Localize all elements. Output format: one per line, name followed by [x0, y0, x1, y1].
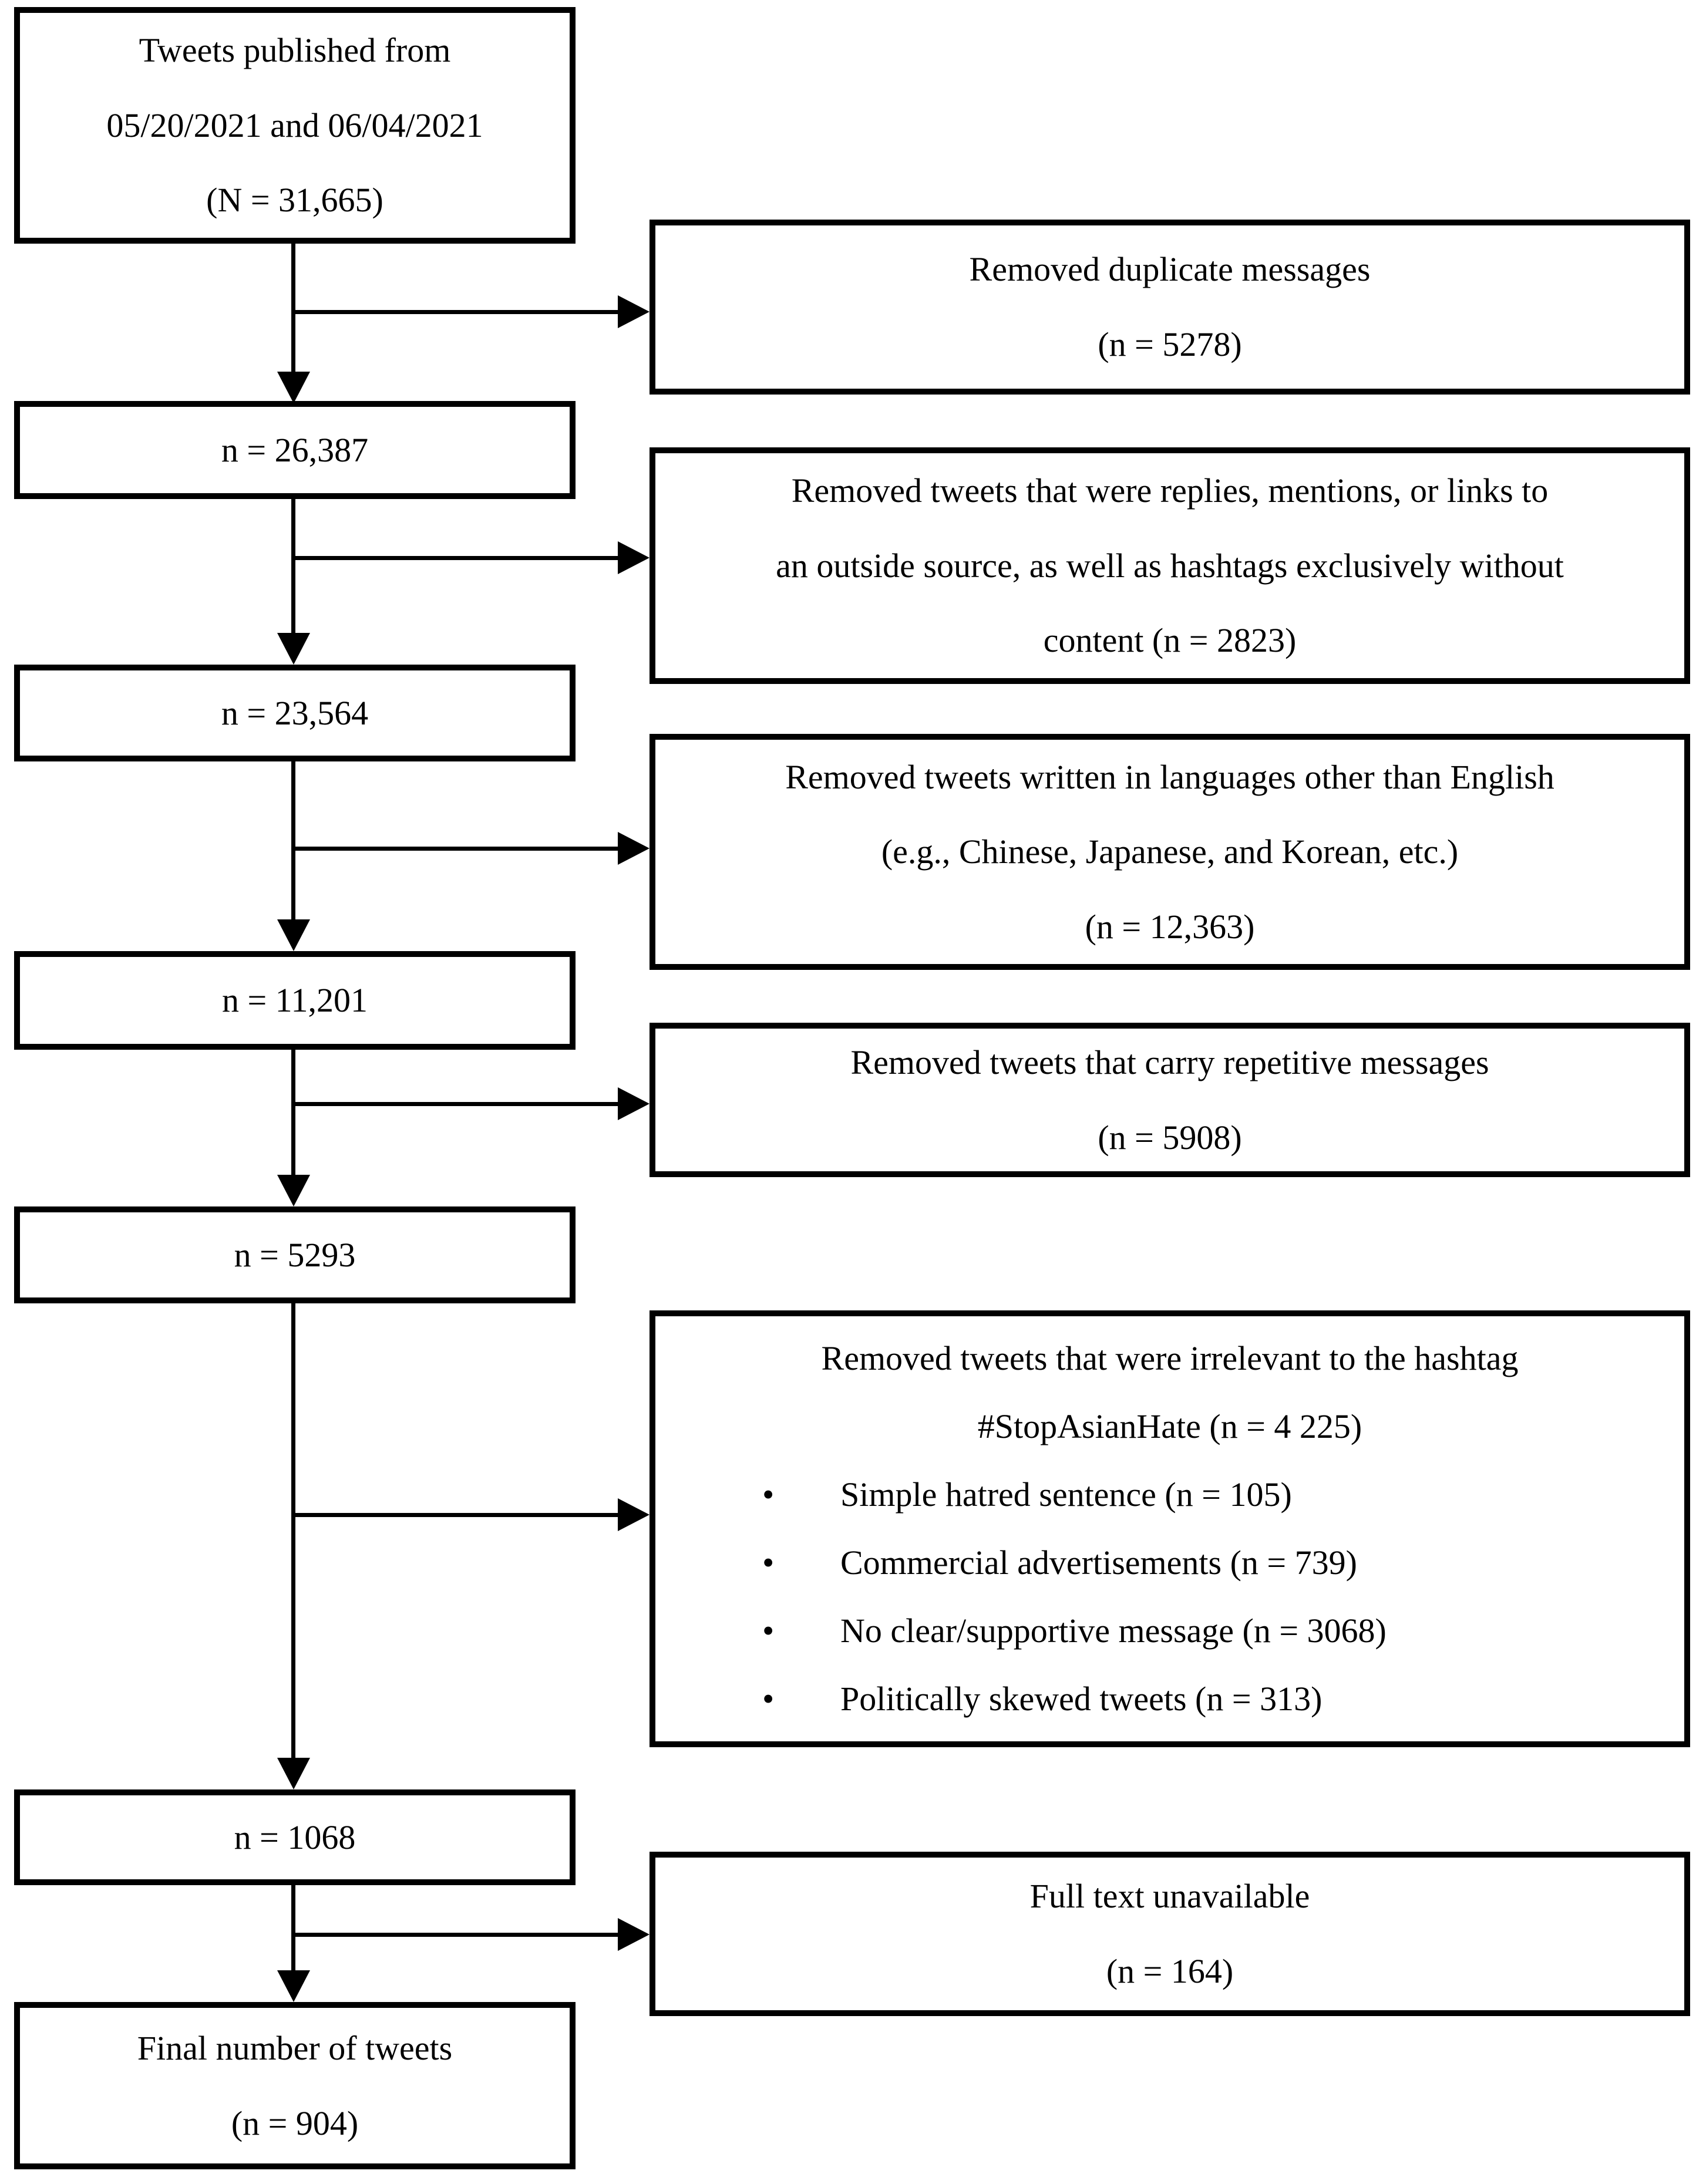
bullet-item: Politically skewed tweets (n = 313)	[655, 1665, 1684, 1733]
box-removed-duplicates: Removed duplicate messages (n = 5278)	[650, 220, 1690, 395]
box-text-line: n = 11,201	[221, 981, 368, 1020]
box-n-1068: n = 1068	[14, 1789, 576, 1885]
box-text-line: Removed tweets that were irrelevant to t…	[821, 1339, 1519, 1377]
arrowhead-down-icon	[277, 1758, 310, 1789]
arrowhead-right-icon	[618, 1087, 650, 1120]
box-removed-languages: Removed tweets written in languages othe…	[650, 734, 1690, 970]
bullet-item: No clear/supportive message (n = 3068)	[655, 1597, 1684, 1665]
connector-vertical-4	[291, 1050, 295, 1177]
box-removed-irrelevant: Removed tweets that were irrelevant to t…	[650, 1310, 1690, 1747]
bullet-item: Simple hatred sentence (n = 105)	[655, 1461, 1684, 1529]
arrowhead-right-icon	[618, 832, 650, 865]
box-text-line: Removed tweets that carry repetitive mes…	[850, 1043, 1489, 1081]
box-n-11201: n = 11,201	[14, 951, 576, 1050]
arrowhead-down-icon	[277, 372, 310, 403]
box-text-line: n = 26,387	[221, 430, 369, 469]
box-text-line: (n = 164)	[1106, 1952, 1234, 1990]
box-text-line: Removed tweets that were replies, mentio…	[791, 471, 1549, 510]
box-text-line: (n = 12,363)	[1085, 907, 1255, 946]
box-full-text-unavailable: Full text unavailable (n = 164)	[650, 1852, 1690, 2016]
box-text-line: Removed tweets written in languages othe…	[785, 757, 1554, 796]
connector-vertical-6	[291, 1885, 295, 1973]
connector-horizontal-6	[294, 1933, 620, 1937]
box-text-line: #StopAsianHate (n = 4 225)	[977, 1407, 1362, 1445]
connector-vertical-2	[291, 499, 295, 635]
connector-horizontal-4	[294, 1102, 620, 1106]
arrowhead-down-icon	[277, 919, 310, 951]
box-text-line: (n = 5908)	[1098, 1118, 1242, 1157]
box-text-line: Removed duplicate messages	[969, 250, 1371, 289]
box-text-line: n = 1068	[234, 1818, 356, 1856]
box-n-23564: n = 23,564	[14, 665, 576, 761]
bullet-item: Commercial advertisements (n = 739)	[655, 1529, 1684, 1597]
arrowhead-down-icon	[277, 1175, 310, 1206]
connector-horizontal-2	[294, 556, 620, 560]
box-text-line: 05/20/2021 and 06/04/2021	[106, 106, 483, 144]
box-text-line: Final number of tweets	[137, 2028, 453, 2067]
box-n-26387: n = 26,387	[14, 401, 576, 499]
box-removed-replies: Removed tweets that were replies, mentio…	[650, 447, 1690, 684]
connector-horizontal-5	[294, 1513, 620, 1517]
box-text-line: n = 5293	[234, 1235, 356, 1274]
box-text-line: (e.g., Chinese, Japanese, and Korean, et…	[881, 833, 1459, 871]
connector-vertical-5	[291, 1303, 295, 1760]
box-final-tweets: Final number of tweets (n = 904)	[14, 2002, 576, 2169]
box-text-line: an outside source, as well as hashtags e…	[776, 546, 1564, 585]
box-text-line: Tweets published from	[139, 31, 451, 70]
box-text-line: content (n = 2823)	[1043, 621, 1297, 660]
box-text-line: (n = 5278)	[1098, 325, 1242, 363]
box-n-5293: n = 5293	[14, 1206, 576, 1303]
connector-vertical-3	[291, 761, 295, 922]
arrowhead-right-icon	[618, 1918, 650, 1951]
arrowhead-down-icon	[277, 1970, 310, 2002]
box-text-line: Full text unavailable	[1029, 1877, 1310, 1916]
box-initial-tweets: Tweets published from 05/20/2021 and 06/…	[14, 7, 576, 244]
exclusion-bullet-list: Simple hatred sentence (n = 105) Commerc…	[655, 1461, 1684, 1733]
box-removed-repetitive: Removed tweets that carry repetitive mes…	[650, 1023, 1690, 1177]
connector-horizontal-1	[294, 310, 620, 314]
connector-vertical-1	[291, 244, 295, 374]
box-text-line: (n = 904)	[231, 2104, 359, 2142]
arrowhead-right-icon	[618, 1498, 650, 1531]
connector-horizontal-3	[294, 847, 620, 851]
box-text-line: n = 23,564	[221, 693, 369, 732]
box-text-line: (N = 31,665)	[206, 181, 383, 220]
arrowhead-right-icon	[618, 541, 650, 574]
arrowhead-right-icon	[618, 295, 650, 328]
arrowhead-down-icon	[277, 633, 310, 665]
